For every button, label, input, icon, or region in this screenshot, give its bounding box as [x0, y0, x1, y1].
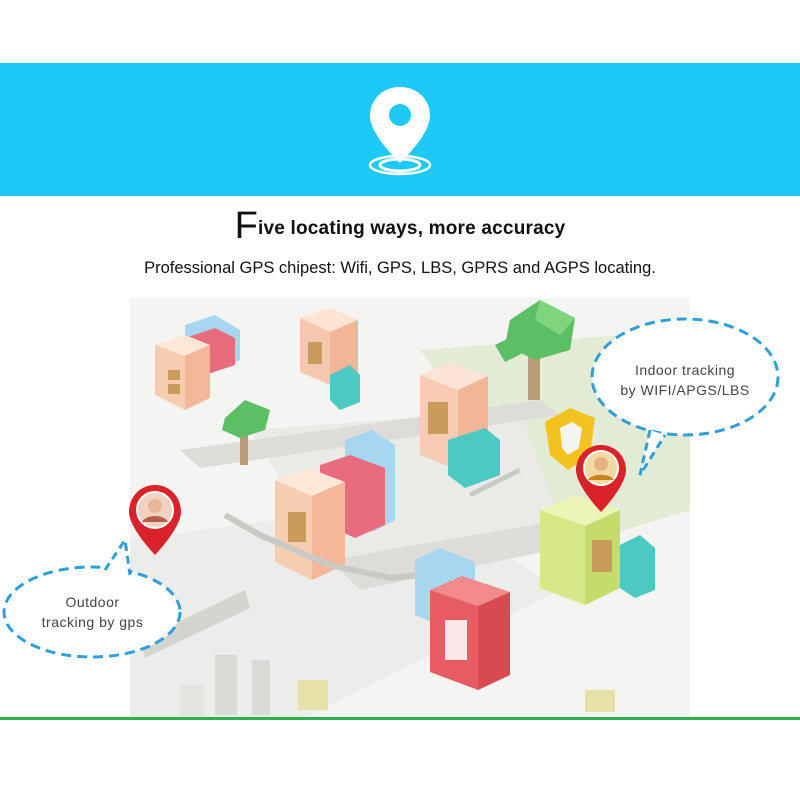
tree-top-right	[495, 300, 575, 400]
building-main	[275, 430, 395, 580]
bubble-outdoor-text: Outdoor tracking by gps	[10, 592, 175, 632]
headline: Five locating ways, more accuracy	[0, 205, 800, 248]
subtitle: Professional GPS chipest: Wifi, GPS, LBS…	[144, 259, 656, 277]
headline-text: ive locating ways, more accuracy	[258, 218, 566, 239]
location-pin-indoor	[576, 445, 626, 512]
tree-left	[222, 400, 270, 465]
building-bottom-red	[415, 548, 510, 690]
building-top-center	[300, 308, 360, 410]
header-banner	[0, 63, 800, 196]
bottom-accent-line	[0, 717, 800, 720]
bubble-indoor	[590, 317, 780, 437]
building-right-green	[540, 495, 655, 605]
building-center	[420, 362, 500, 488]
building-top-left	[155, 315, 240, 410]
bubble-outdoor-line2: tracking by gps	[41, 614, 144, 630]
location-pin-outdoor	[129, 485, 181, 555]
headline-initial: F	[234, 205, 259, 247]
bubble-outdoor	[2, 565, 182, 659]
bubble-indoor-text: Indoor tracking by WIFI/APGS/LBS	[595, 360, 775, 400]
location-pin-icon	[368, 87, 432, 176]
bubble-indoor-line1: Indoor tracking	[634, 362, 736, 378]
bubble-outdoor-line1: Outdoor	[65, 594, 120, 610]
city-illustration	[2, 298, 780, 720]
bubble-indoor-line2: by WIFI/APGS/LBS	[620, 382, 750, 398]
